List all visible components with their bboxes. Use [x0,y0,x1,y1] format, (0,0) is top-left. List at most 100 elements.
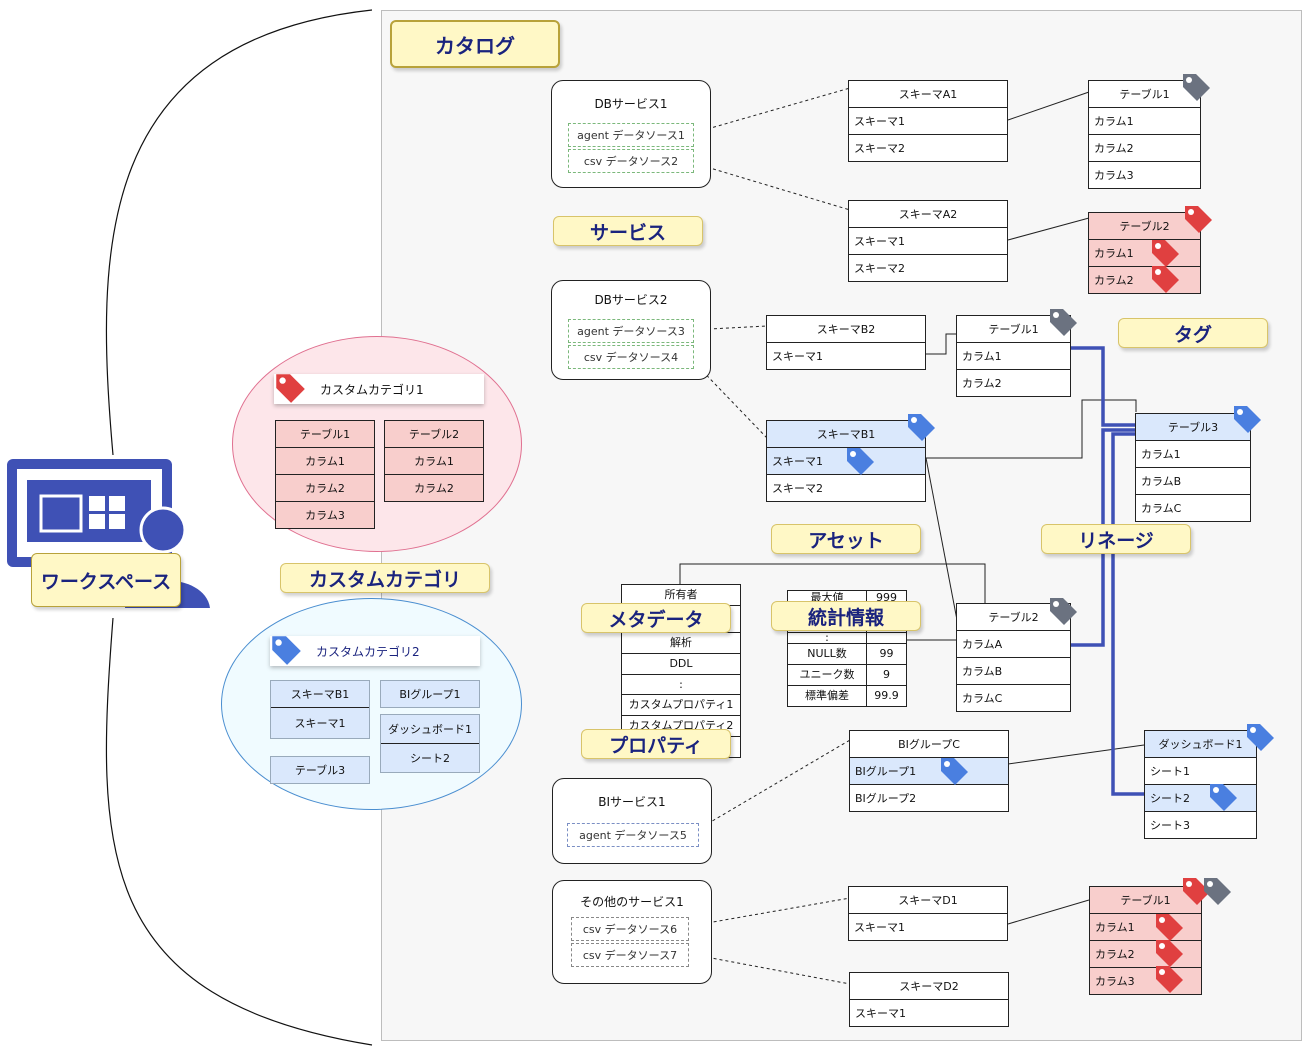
datasource[interactable]: agent データソース3 [568,319,694,343]
tag-icon [1152,936,1186,970]
custom-category-2-header[interactable]: カスタムカテゴリ2 [270,636,480,666]
schema-d2[interactable]: スキーマD2 スキーマ1 [849,972,1009,1027]
schema-row[interactable]: BIグループ2 [855,792,917,805]
schema-row[interactable]: スキーマ2 [854,262,905,275]
sheet-row[interactable]: シート1 [1145,758,1256,785]
tag-icon [1230,402,1264,436]
tag-icon [1148,262,1182,296]
cat2-schema[interactable]: スキーマB1 スキーマ1 [270,680,370,739]
cat-item[interactable]: BIグループ1 [381,681,479,707]
schema-a2[interactable]: スキーマA2 スキーマ1 スキーマ2 [848,200,1008,282]
datasource[interactable]: csv データソース2 [568,149,694,173]
metadata-row: 解析 [622,633,740,654]
property-label: プロパティ [581,729,731,759]
schema-row[interactable]: BIグループ1 [850,758,1008,785]
datasource[interactable]: csv データソース6 [571,917,689,941]
cat-item[interactable]: テーブル1 [276,421,374,448]
sheet-row[interactable]: シート2 [1145,785,1256,812]
schema-row[interactable]: スキーマ1 [849,108,1007,135]
table-column[interactable]: カラム3 [1094,169,1134,182]
cat-item[interactable]: カラム1 [276,448,374,475]
service-title: その他のサービス1 [580,895,684,909]
tag-icon [1152,910,1186,944]
stat-value [867,633,906,643]
table-column[interactable]: カラムB [1136,468,1250,495]
datasource[interactable]: agent データソース1 [568,123,694,147]
tag-icon [1181,202,1215,236]
cat-item[interactable]: カラム3 [276,502,374,528]
tag-icon [1046,594,1080,628]
sheet-row[interactable]: シート3 [1150,819,1190,832]
cat-item[interactable]: スキーマ1 [271,708,369,738]
cat1-table2[interactable]: テーブル2 カラム1 カラム2 [384,420,484,502]
table-column[interactable]: カラムC [962,692,1003,705]
tag-icon [272,370,308,406]
table-2a[interactable]: テーブル2 カラム1 カラム2 [1088,212,1201,294]
schema-row[interactable]: スキーマ1 [855,1007,906,1020]
cat-item[interactable]: ダッシュボード1 [381,715,479,744]
table-column[interactable]: カラム2 [1089,267,1200,293]
schema-row[interactable]: スキーマ1 [854,921,905,934]
table-column[interactable]: カラム2 [1089,135,1200,162]
stat-value: 99 [879,647,894,660]
datasource[interactable]: csv データソース4 [568,345,694,369]
table-column[interactable]: カラム1 [1089,108,1200,135]
schema-header: スキーマB2 [767,316,925,343]
cat-item[interactable]: テーブル3 [271,757,369,783]
tag-icon [1179,874,1213,908]
service-db1[interactable]: DBサービス1 agent データソース1 csv データソース2 [551,80,711,188]
custom-category-1-header[interactable]: カスタムカテゴリ1 [274,374,484,404]
tag-icon [1206,780,1240,814]
stat-value: 99.9 [874,689,899,702]
table-column[interactable]: カラムA [957,631,1070,658]
service-other1[interactable]: その他のサービス1 csv データソース6 csv データソース7 [552,880,712,984]
schema-header: BIグループC [850,731,1008,758]
table-1a[interactable]: テーブル1 カラム1 カラム2 カラム3 [1088,80,1201,189]
tag-icon [268,632,304,668]
datasource[interactable]: csv データソース7 [571,943,689,967]
service-bi1[interactable]: BIサービス1 agent データソース5 [552,778,712,864]
tag-icon [904,410,938,444]
schema-row[interactable]: スキーマ2 [767,475,925,501]
table-column[interactable]: カラム1 [957,343,1070,370]
cat-item[interactable]: カラム2 [276,475,374,502]
cat1-table1[interactable]: テーブル1 カラム1 カラム2 カラム3 [275,420,375,529]
table-3b[interactable]: テーブル3 カラム1 カラムB カラムC [1135,413,1251,522]
table-2b[interactable]: テーブル2 カラムA カラムB カラムC [956,603,1071,712]
table-column[interactable]: カラム2 [962,377,1002,390]
metadata-table: 所有者 解析 DDL : [621,584,741,696]
stat-value: 999 [876,591,897,604]
cat-item[interactable]: スキーマB1 [271,681,369,708]
tag-icon [1152,962,1186,996]
table-column[interactable]: カラムC [1141,502,1182,515]
schema-b1[interactable]: スキーマB1 スキーマ1 スキーマ2 [766,420,926,502]
dashboard-1[interactable]: ダッシュボード1 シート1 シート2 シート3 [1144,730,1257,839]
cat-item[interactable]: シート2 [381,744,479,772]
cat-item[interactable]: カラム2 [385,475,483,501]
table-1b[interactable]: テーブル1 カラム1 カラム2 [956,315,1071,397]
schema-a1[interactable]: スキーマA1 スキーマ1 スキーマ2 [848,80,1008,162]
tag-icon [937,754,971,788]
cat2-bi-group[interactable]: BIグループ1 [380,680,480,708]
cat-item[interactable]: カラム1 [385,448,483,475]
service-db2[interactable]: DBサービス2 agent データソース3 csv データソース4 [551,280,711,380]
schema-row[interactable]: スキーマ1 [772,350,823,363]
schema-bi-group-c[interactable]: BIグループC BIグループ1 BIグループ2 [849,730,1009,812]
metadata-row: DDL [622,654,740,675]
datasource[interactable]: agent データソース5 [567,823,699,847]
schema-row[interactable]: スキーマ1 [767,448,925,475]
schema-row[interactable]: スキーマ1 [849,228,1007,255]
schema-row[interactable]: スキーマ2 [854,142,905,155]
table-column[interactable]: カラム3 [1090,968,1201,994]
schema-d1[interactable]: スキーマD1 スキーマ1 [848,886,1008,941]
service-title: DBサービス1 [594,97,668,111]
table-column[interactable]: カラム1 [1136,441,1250,468]
table-column[interactable]: カラム1 [1089,240,1200,267]
cat2-table[interactable]: テーブル3 [270,756,370,784]
cat-item[interactable]: テーブル2 [385,421,483,448]
schema-header: スキーマB1 [767,421,925,448]
cat2-dashboard[interactable]: ダッシュボード1 シート2 [380,714,480,773]
table-column[interactable]: カラムB [957,658,1070,685]
schema-b2[interactable]: スキーマB2 スキーマ1 [766,315,926,370]
table-header: テーブル2 [1089,213,1200,240]
